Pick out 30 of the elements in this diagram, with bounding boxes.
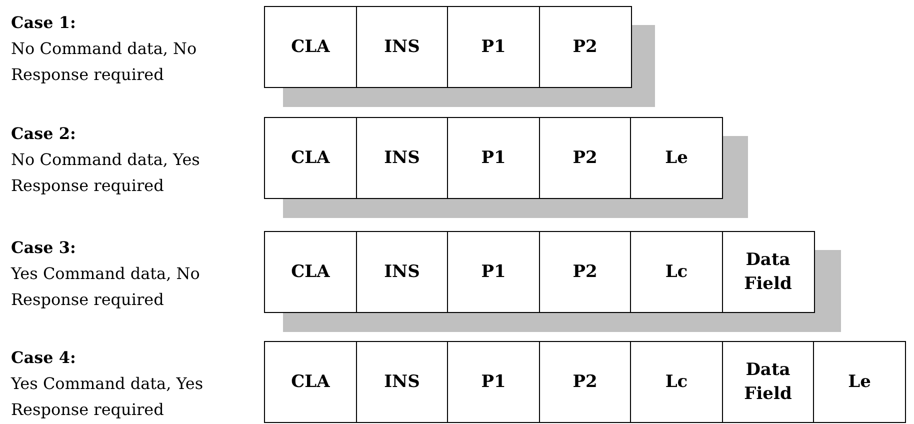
- case-heading: Case 4:: [11, 347, 76, 369]
- field-cell: P1: [447, 341, 540, 423]
- field-cell: P1: [447, 117, 540, 199]
- field-cell: INS: [356, 341, 448, 423]
- field-cell: Le: [630, 117, 723, 199]
- field-cell: Le: [813, 341, 906, 423]
- case-heading: Case 2:: [11, 123, 76, 145]
- case-heading: Case 1:: [11, 12, 76, 34]
- field-cell: P1: [447, 6, 540, 88]
- field-cell: P2: [538, 117, 632, 199]
- field-cell: INS: [356, 231, 448, 313]
- field-cell: Lc: [630, 231, 723, 313]
- field-cell: INS: [356, 117, 448, 199]
- field-cell: CLA: [264, 341, 357, 423]
- field-cell: CLA: [264, 117, 357, 199]
- field-cell: P2: [538, 231, 632, 313]
- field-cell: CLA: [264, 231, 357, 313]
- field-cell: Data Field: [722, 341, 814, 423]
- field-cell: Lc: [630, 341, 723, 423]
- field-cell: P1: [447, 231, 540, 313]
- case-description: No Command data, Yes Response required: [11, 149, 201, 197]
- field-cell: P2: [538, 341, 632, 423]
- field-cell: INS: [356, 6, 448, 88]
- field-cell: CLA: [264, 6, 357, 88]
- case-heading: Case 3:: [11, 237, 76, 259]
- case-description: Yes Command data, Yes Response required: [11, 373, 204, 421]
- field-cell: Data Field: [722, 231, 814, 313]
- case-description: No Command data, No Response required: [11, 38, 198, 86]
- case-description: Yes Command data, No Response required: [11, 263, 201, 311]
- field-cell: P2: [538, 6, 632, 88]
